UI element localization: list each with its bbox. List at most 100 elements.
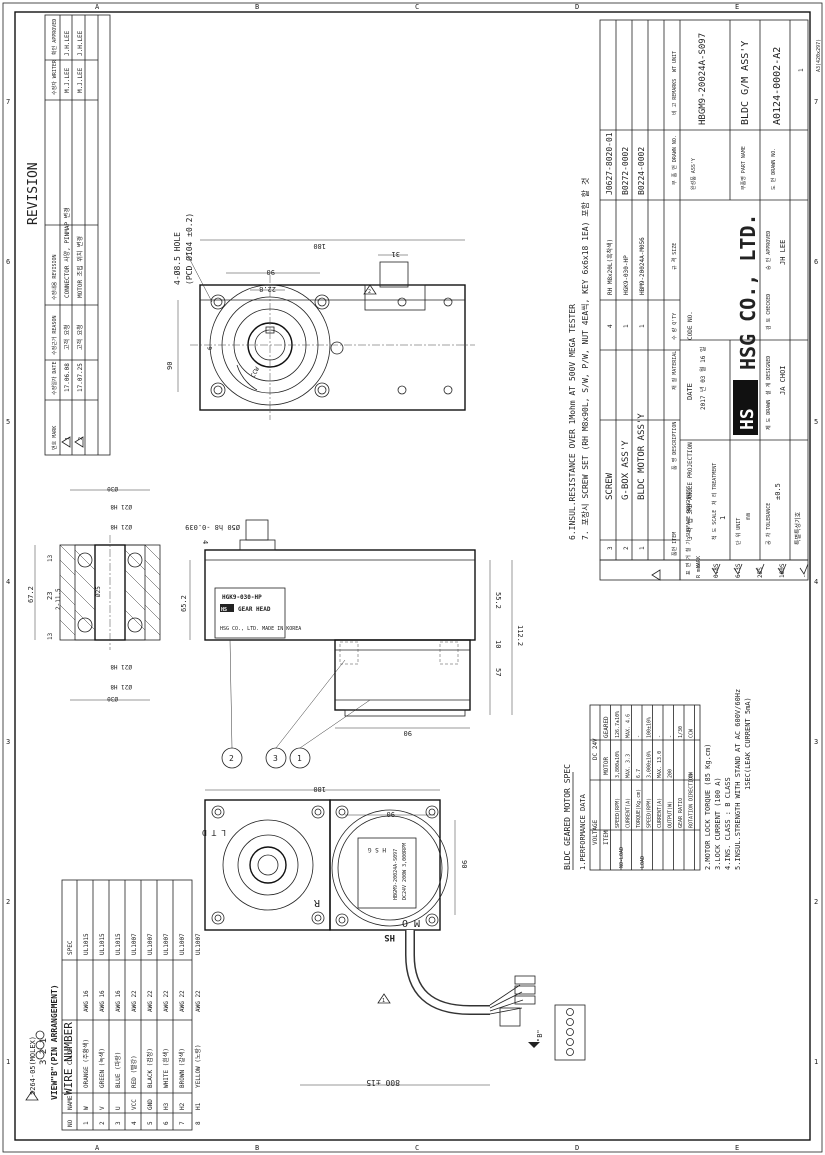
spec-geared-label: GEARED (603, 716, 610, 738)
scale-label: 척 도 SCALE (711, 510, 718, 540)
roughness-symbol (733, 563, 743, 575)
spec-voltage-label: VOLTAGE (592, 819, 599, 845)
dim-d21-bottom2: Ø21 H8 (110, 683, 132, 690)
pins-top: 3 2 1 (39, 1038, 49, 1065)
wire-title: WIRE NUMBER (62, 1022, 75, 1095)
wire-no: 8 (195, 1121, 202, 1125)
dim-13-top: 13 (47, 554, 54, 562)
part-name: BLDC G/M ASS'Y (740, 41, 751, 125)
nameplate-model: HGK9-030-HP (222, 594, 262, 601)
bom-no: B0224-0002 (637, 147, 646, 195)
spec-geared: - (668, 735, 674, 738)
col-label: 3 (814, 738, 818, 746)
motor-plate-model: HBGM9-20024A-S097 (393, 849, 399, 900)
wire-color: GREEN (녹색) (98, 1048, 106, 1088)
col-label: 6 (814, 258, 818, 266)
bom-item: 1 (639, 546, 646, 550)
bom-no: J0627-8020-01 (605, 132, 614, 195)
spec-geared: - (657, 735, 663, 738)
spec-item: SPEED(RPM) (647, 798, 653, 828)
wire-no: 1 (83, 1121, 90, 1125)
nameplate-maker: HSG CO., LTD. MADE IN KOREA (220, 626, 301, 632)
hole-note: 4-Ø8.5 HOLE (172, 232, 182, 285)
wire-ul: UL1007 (131, 933, 138, 955)
dim-d21-top: Ø21 H8 (110, 503, 132, 510)
tolerance-value: ±0.5 (774, 483, 782, 500)
assy-label: 완성품 ASS'Y (690, 158, 697, 190)
bom-no: B0272-0002 (621, 147, 630, 195)
row-label: D (575, 1144, 579, 1152)
wire-no: 2 (99, 1121, 106, 1125)
col-label: 1 (814, 1058, 818, 1066)
wire-color: RED (빨강) (130, 1055, 138, 1088)
dim-31: 31 (392, 250, 400, 258)
wire-color: WHITE (흰색) (162, 1048, 170, 1088)
part-label: 부품명 PART NAME (740, 146, 747, 190)
wire-header-spec: SPEC (67, 940, 74, 955)
wire-header-name: NAME (67, 1095, 74, 1110)
date-label: DATE (686, 383, 694, 400)
spec-note: 5.INSUL.STRENGTH WITH STAND AT AC 600V/6… (734, 689, 742, 870)
spec-title: BLDC GEARED MOTOR SPEC (563, 764, 572, 870)
bom-h-desc: 품 명 DESCRIPTION (671, 422, 678, 470)
dim-57: 57 (494, 668, 502, 676)
dim-d21-bottom: Ø21 H8 (110, 663, 132, 670)
wire-awg: AWG 22 (179, 990, 186, 1012)
bom-size: RH M8x20L(흑착색) (606, 239, 614, 295)
balloon-1-text: 1 (297, 754, 302, 763)
bom-size: HGK9-030-HP (623, 255, 630, 295)
balloon-2-text: 2 (229, 754, 234, 763)
spec-item-label: ITEM (603, 830, 610, 845)
revision-mark-number: 2 (368, 289, 371, 295)
spec-group: NO-LOAD (619, 847, 625, 868)
bom-h-no: 부 품 번 DRAWN NO. (671, 135, 678, 185)
wire-no: 6 (163, 1121, 170, 1125)
wire-color: BLACK (검정) (147, 1048, 154, 1088)
wire-ul: UL1007 (147, 933, 154, 955)
dim-90-motor: 90 (404, 729, 412, 737)
sheet-inner-border (14, 11, 811, 1141)
rev-header-mark: 번호 MARK (51, 426, 58, 450)
wire-no: 3 (115, 1121, 122, 1125)
wt-unit: WT UNIT (672, 51, 678, 72)
wire-no: 5 (147, 1121, 154, 1125)
wire-color: ORANGE (주황색) (82, 1039, 90, 1088)
row-label: E (735, 3, 739, 11)
gear-head-nameplate (214, 587, 286, 639)
table-row: 6.3S (733, 563, 743, 578)
spec-motor: CW (689, 771, 695, 778)
wire-table: WIRE NUMBER NO NAME COLOR SPEC 1WORANGE … (61, 879, 202, 1131)
revision-mark-triangle (363, 284, 377, 295)
assy-no: HBGM9-20024A-S097 (698, 33, 708, 125)
wire-header-no: NO (67, 1119, 74, 1127)
table-row: 0.8S (711, 563, 721, 578)
dim-shaft: Ø50 h8 -0.039 (185, 523, 240, 531)
dim-d30-bottom: Ø30 (107, 695, 118, 702)
dim-d30-top: Ø30 (107, 485, 118, 492)
rev-header-reason: 수정근거 REASON (51, 316, 58, 355)
revision-mark-number: 1 (382, 998, 385, 1004)
checked-label: 검 토 CHECKED (765, 294, 772, 330)
connector-pinout (554, 1004, 586, 1061)
revision-mark-triangle (377, 993, 391, 1004)
spec-motor: 3,800±10% (615, 751, 621, 778)
spec-motor: 6.7 (636, 769, 642, 778)
col-label: 4 (814, 578, 818, 586)
bom-desc: BLDC MOTOR ASS'Y (637, 413, 647, 500)
dim-180-top: 180 (313, 242, 326, 250)
spec-item: CURRENT(A) (626, 798, 632, 828)
row-label: A (95, 3, 100, 11)
drawn-no: A0124-0002-A2 (772, 47, 783, 125)
table-row: 100S (777, 563, 787, 578)
spec-geared: 100±10% (647, 717, 653, 738)
rev-row1-reason: 고객 요청 (64, 324, 71, 350)
